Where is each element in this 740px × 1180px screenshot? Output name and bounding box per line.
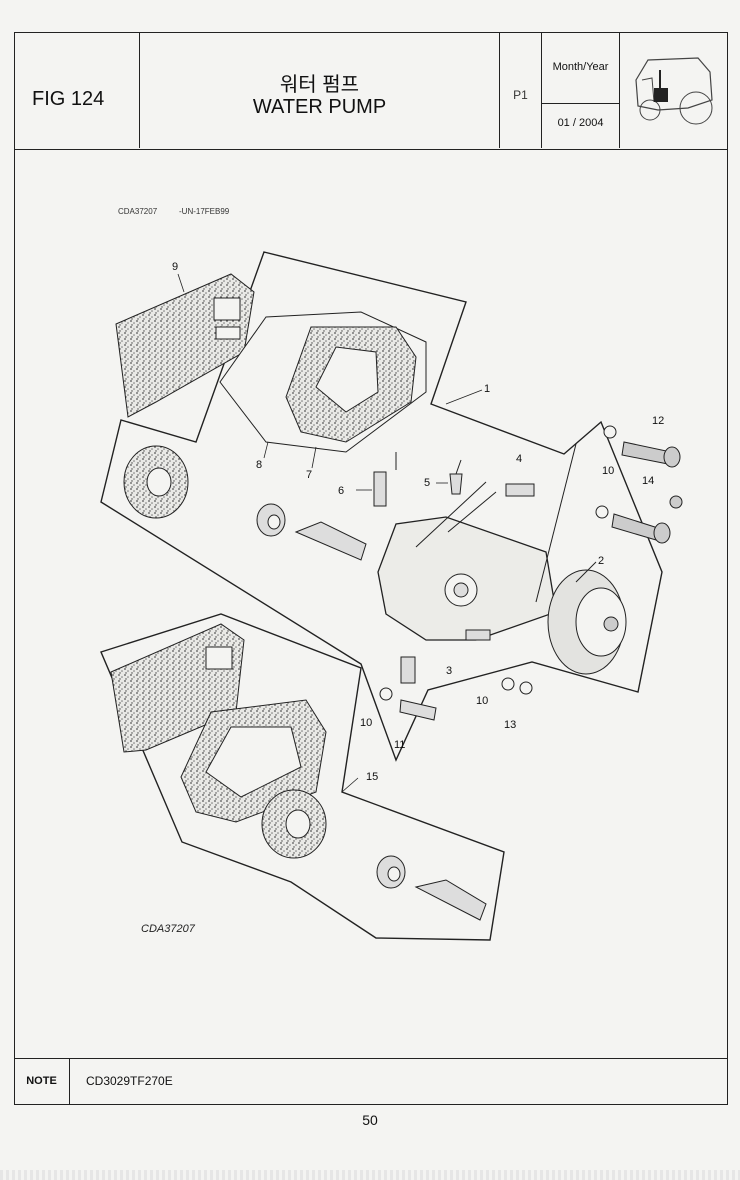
date-cell: Month/Year 01 / 2004	[542, 32, 620, 148]
ref-bottom: CDA37207	[141, 923, 196, 935]
tractor-icon	[635, 57, 713, 125]
fig-label: FIG 124	[32, 88, 105, 110]
callout-3: 3	[446, 665, 452, 677]
callout-10b: 10	[360, 717, 372, 729]
callout-4: 4	[516, 453, 522, 465]
bolt-part-11	[399, 699, 437, 721]
bolt-part-4	[505, 483, 535, 497]
scan-edge	[0, 1170, 740, 1180]
callout-10c: 10	[476, 695, 488, 707]
date-label: Month/Year	[552, 61, 609, 73]
callout-15: 15	[366, 771, 378, 783]
page-number: 50	[362, 1112, 378, 1128]
ref-top-note: -UN-17FEB99	[179, 207, 230, 216]
callout-9: 9	[172, 261, 178, 273]
header: FIG 124 워터 펌프 WATER PUMP P1 Month/Year 0…	[14, 32, 728, 150]
fitting-part-5	[449, 473, 463, 495]
bolt-part-12	[621, 441, 681, 468]
thumbnail-cell	[620, 32, 728, 148]
ref-top: CDA37207	[118, 207, 158, 216]
callout-10: 10	[602, 465, 614, 477]
date-header: Month/Year	[542, 32, 619, 104]
fitting-part-6	[373, 471, 387, 507]
callout-6: 6	[338, 485, 344, 497]
page-label: P1	[513, 88, 528, 102]
callout-14: 13	[504, 719, 516, 731]
callout-2: 2	[598, 555, 604, 567]
note-label: NOTE	[14, 1059, 70, 1104]
page-frame	[14, 32, 728, 1105]
assembly-outline-upper	[100, 251, 663, 762]
callout-5: 5	[424, 477, 430, 489]
page-cell: P1	[500, 32, 542, 148]
callout-8: 8	[256, 459, 262, 471]
note-value: CD3029TF270E	[86, 1074, 173, 1088]
callout-12: 12	[652, 415, 664, 427]
bolt-part-13	[611, 495, 683, 544]
date-value: 01 / 2004	[557, 117, 604, 129]
washer-part-10-14	[379, 425, 617, 701]
stud-part-3	[400, 629, 491, 684]
note-row: NOTE CD3029TF270E	[14, 1058, 728, 1105]
title-korean: 워터 펌프	[279, 74, 360, 96]
exploded-diagram: 9 8 7 1 12 10 14 4 5 6 2 3 10 10 11 13 1…	[100, 207, 683, 941]
title-cell: 워터 펌프 WATER PUMP	[140, 32, 500, 148]
callout-1: 1	[484, 383, 490, 395]
callout-11: 11	[394, 739, 405, 751]
assembly-outline-lower	[100, 613, 505, 941]
callout-7: 7	[306, 469, 312, 481]
title-english: WATER PUMP	[252, 96, 387, 118]
fig-cell: FIG 124	[14, 32, 140, 148]
callout-13: 14	[642, 475, 654, 487]
